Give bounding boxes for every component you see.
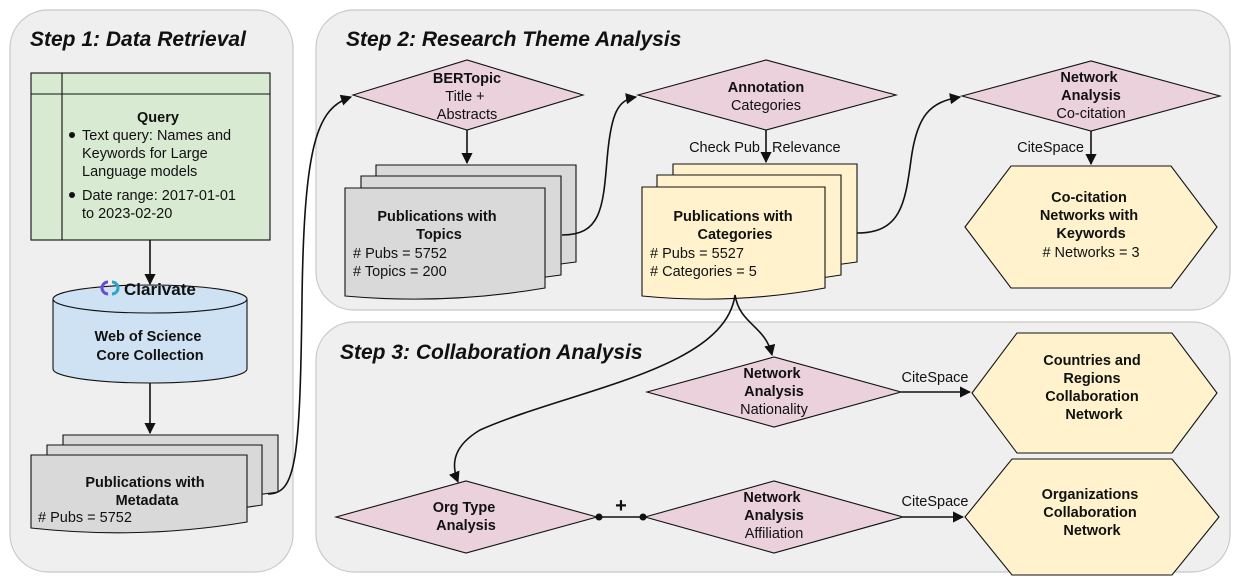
- bullet-dot: [69, 192, 75, 198]
- pubs-topics-detail: # Pubs = 5752 # Topics = 200: [353, 246, 451, 280]
- clarivate-logo-icon: [100, 280, 120, 296]
- label-citespace-cocitation: CiteSpace: [1017, 140, 1084, 156]
- countries-network-hexagon: Countries and Regions Collaboration Netw…: [971, 332, 1218, 454]
- label-plus: +: [615, 495, 627, 517]
- network-cocitation-sub: Co-citation: [1056, 106, 1125, 122]
- edge-categories-to-nationality: [734, 294, 776, 357]
- label-check-pub: Check Pub: [689, 140, 760, 156]
- edge-categories-to-orgtype: [449, 294, 736, 484]
- database-name: Web of Science Core Collection: [95, 329, 206, 364]
- pubs-categories-stack: Publications with Categories # Pubs = 55…: [641, 163, 858, 300]
- connector-dot: [595, 513, 603, 521]
- annotation-diamond: Annotation Categories: [635, 59, 899, 131]
- database-cylinder: Clarivate Web of Science Core Collection: [52, 280, 248, 384]
- cocitation-networks-hexagon: Co-citation Networks with Keywords # Net…: [964, 165, 1218, 289]
- cocitation-networks-detail: # Networks = 3: [1042, 245, 1139, 261]
- bullet-dot: [69, 132, 75, 138]
- annotation-title: Annotation: [728, 80, 805, 96]
- step3-title: Step 3: Collaboration Analysis: [340, 341, 643, 364]
- edge-topics-to-annotation: [561, 93, 638, 236]
- network-affiliation-title: Network Analysis: [743, 490, 804, 524]
- pubs-metadata-stack: Publications with Metadata # Pubs = 5752: [30, 434, 279, 534]
- clarivate-logo-text: Clarivate: [124, 280, 196, 299]
- connector-dot: [639, 513, 647, 521]
- network-cocitation-title: Network Analysis: [1060, 70, 1121, 104]
- edge-pubs-to-bertopic: [267, 94, 353, 495]
- countries-network-title: Countries and Regions Collaboration Netw…: [1043, 353, 1145, 423]
- pubs-metadata-title: Publications with Metadata: [85, 475, 208, 509]
- query-bullet-1: Text query: Names and Keywords for Large…: [82, 128, 235, 180]
- label-citespace-nationality: CiteSpace: [902, 370, 969, 386]
- pubs-categories-detail: # Pubs = 5527 # Categories = 5: [650, 246, 757, 280]
- cocitation-networks-title: Co-citation Networks with Keywords: [1040, 190, 1142, 242]
- network-nationality-sub: Nationality: [740, 402, 808, 418]
- query-bullet-2: Date range: 2017-01-01 to 2023-02-20: [82, 188, 240, 222]
- network-nationality-diamond: Network Analysis Nationality: [644, 356, 904, 428]
- pubs-topics-title: Publications with Topics: [377, 209, 500, 243]
- bertopic-sub: Title + Abstracts: [437, 89, 497, 123]
- network-nationality-title: Network Analysis: [743, 366, 804, 400]
- bertopic-diamond: BERTopic Title + Abstracts: [351, 59, 585, 131]
- query-box: Query Text query: Names and Keywords for…: [30, 72, 271, 241]
- annotation-sub: Categories: [731, 98, 801, 114]
- label-citespace-affiliation: CiteSpace: [902, 494, 969, 510]
- network-affiliation-diamond: Network Analysis Affiliation: [642, 480, 906, 554]
- edge-categories-to-cocitation: [856, 93, 962, 234]
- org-type-title: Org Type Analysis: [433, 500, 500, 534]
- label-relevance: Relevance: [772, 140, 841, 156]
- network-affiliation-sub: Affiliation: [745, 526, 804, 542]
- query-title: Query: [137, 110, 179, 126]
- step2-title: Step 2: Research Theme Analysis: [346, 28, 681, 51]
- pubs-categories-title: Publications with Categories: [673, 209, 796, 243]
- pubs-metadata-detail: # Pubs = 5752: [38, 510, 132, 526]
- step1-title: Step 1: Data Retrieval: [30, 28, 247, 51]
- org-network-hexagon: Organizations Collaboration Network: [964, 458, 1220, 576]
- bertopic-title: BERTopic: [433, 71, 501, 87]
- org-network-title: Organizations Collaboration Network: [1042, 487, 1143, 539]
- pubs-topics-stack: Publications with Topics # Pubs = 5752 #…: [344, 164, 577, 300]
- network-cocitation-diamond: Network Analysis Co-citation: [959, 60, 1223, 132]
